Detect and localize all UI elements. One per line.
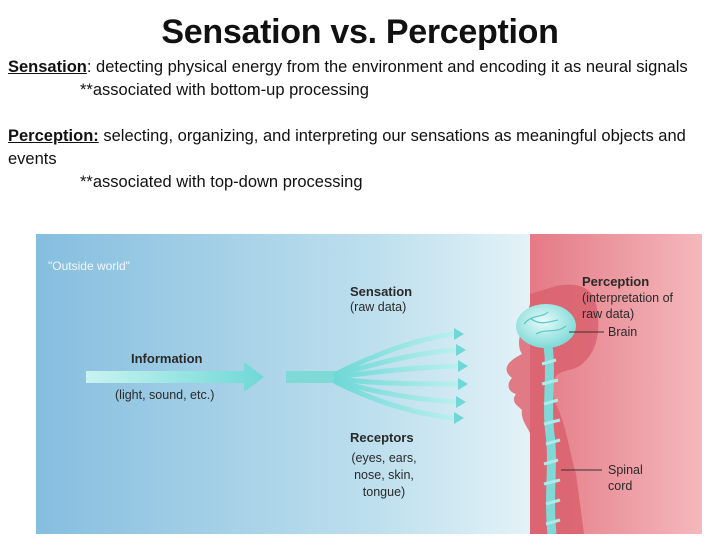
sensation-definition: Sensation: detecting physical energy fro… (8, 56, 714, 79)
outside-world-label: "Outside world" (48, 259, 130, 273)
brain-label: Brain (608, 325, 638, 339)
perception-sub-line-2: raw data) (582, 307, 635, 321)
sensation-term: Sensation (8, 58, 87, 76)
brain-shape (516, 304, 576, 348)
perception-sublabel: (interpretation of raw data) (582, 290, 673, 322)
receptors-sub-line-2: nose, skin, (354, 468, 414, 482)
receptors-sub-line-1: (eyes, ears, (351, 451, 417, 465)
receptors-sublabel: (eyes, ears, nose, skin, tongue) (348, 450, 420, 501)
definitions: Sensation: detecting physical energy fro… (8, 56, 714, 194)
sensation-definition-text: : detecting physical energy from the env… (86, 58, 688, 76)
perception-sub-line-1: (interpretation of (582, 291, 674, 305)
diagram-graphics (36, 234, 702, 534)
sensation-note: **associated with bottom-up processing (80, 81, 369, 99)
information-label: Information (131, 351, 203, 366)
sensation-label: Sensation (350, 284, 413, 299)
perception-label: Perception (582, 274, 650, 289)
receptors-label: Receptors (350, 430, 414, 445)
receptor-fan-base (286, 371, 336, 383)
brain-folds (523, 311, 567, 335)
spinal-label-line-2: cord (608, 479, 633, 493)
receptor-nerve-fan (333, 331, 461, 421)
perception-definition: Perception: selecting, organizing, and i… (8, 125, 714, 171)
spinal-label-line-1: Spinal (608, 463, 643, 477)
receptor-arrowheads (454, 328, 468, 424)
perception-term: Perception: (8, 127, 99, 145)
spinal-cord (543, 345, 557, 534)
perception-note: **associated with top-down processing (80, 173, 363, 191)
receptors-sub-line-3: tongue) (362, 485, 406, 499)
spinal-cord-label: Spinal cord (608, 462, 643, 494)
information-arrow (86, 362, 264, 392)
information-sublabel: (light, sound, etc.) (115, 388, 215, 402)
sensation-perception-diagram: "Outside world" Information (light, soun… (36, 234, 702, 534)
slide-title: Sensation vs. Perception (161, 13, 559, 51)
sensation-sublabel: (raw data) (350, 300, 407, 314)
spinal-nerves (541, 358, 561, 526)
perception-definition-text: selecting, organizing, and interpreting … (8, 127, 686, 168)
